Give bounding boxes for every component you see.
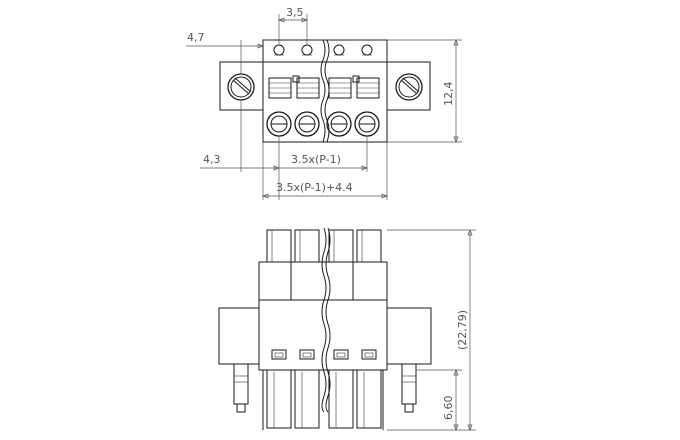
top-view-upper-pins <box>273 44 373 56</box>
front-view-right-flange <box>386 307 432 365</box>
top-view-break-line <box>320 39 326 143</box>
dim-height-top-label: 12,4 <box>442 82 455 107</box>
top-view-break-line-2 <box>324 39 330 143</box>
dim-total-width-label: 3.5x(P-1)+4.4 <box>276 181 353 194</box>
dim-total-width: 3.5x(P-1)+4.4 <box>262 142 388 200</box>
dim-height-top: 12,4 <box>387 39 462 143</box>
dim-pin-length-label: 6,60 <box>442 396 455 421</box>
front-view-main-body <box>258 299 388 371</box>
dim-overall-height-label: (22,79) <box>456 310 469 350</box>
dim-pitch-label: 3,5 <box>286 6 304 19</box>
front-view: (22,79) 6,60 <box>218 227 476 431</box>
front-view-left-flange <box>218 307 264 365</box>
dim-pitch-span-label: 3.5x(P-1) <box>291 153 341 166</box>
dim-flange-offset: 4,7 <box>186 31 264 74</box>
front-view-top-teeth <box>266 229 382 265</box>
dim-overall-height: (22,79) <box>387 229 476 431</box>
dim-pitch-span: 3.5x(P-1) <box>279 136 368 172</box>
top-view-wire-openings <box>266 111 380 137</box>
front-view-break-line <box>321 227 327 413</box>
front-view-latches <box>271 349 377 360</box>
front-view-lower-fingers <box>262 369 384 430</box>
right-flange-screw <box>395 73 423 101</box>
dim-pitch: 3,5 <box>278 6 308 44</box>
dim-pin-length: 6,60 <box>416 369 462 431</box>
front-view-guide-pins <box>233 363 417 413</box>
front-view-upper-body <box>258 261 388 301</box>
top-view: 3,5 4,7 12,4 4,3 <box>186 6 462 200</box>
front-view-break-line-2 <box>325 227 331 413</box>
top-view-wire-grooves <box>268 75 380 99</box>
dim-flange-offset-label: 4,7 <box>187 31 205 44</box>
dim-left-offset-label: 4,3 <box>203 153 221 166</box>
